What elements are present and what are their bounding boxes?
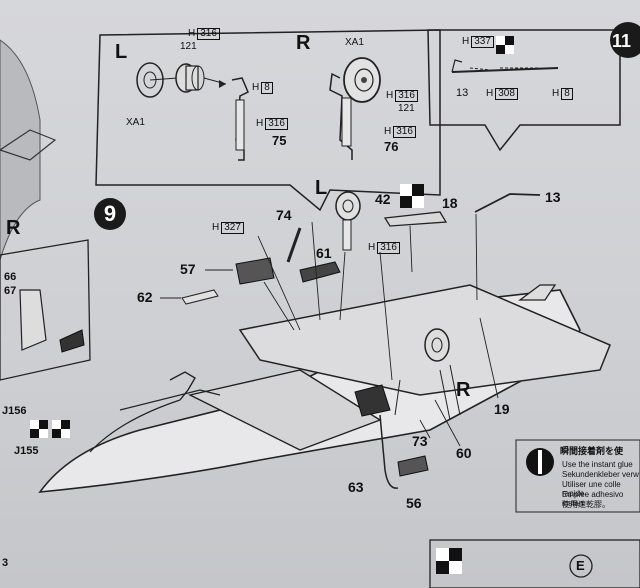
glue-notice-de: Sekundenkleber verw — [562, 470, 639, 479]
part-j156: J156 — [2, 405, 27, 417]
step-number: 9 — [103, 201, 117, 226]
part-62: 62 — [137, 289, 153, 305]
part-74: 74 — [276, 207, 292, 223]
language-marker-e: E — [576, 558, 585, 573]
part-61: 61 — [316, 245, 332, 261]
glue-notice-cn: 使用速乾膠。 — [562, 500, 610, 509]
next-step-number: 11 — [612, 31, 632, 51]
part-75: 75 — [272, 133, 287, 148]
part-121-right: 121 — [398, 103, 415, 114]
glue-notice-es: Emplee adhesivo instan — [562, 490, 624, 509]
callout-left-side-label: L — [115, 41, 128, 63]
part-57: 57 — [180, 261, 196, 277]
part-j155: J155 — [14, 445, 39, 457]
part-76: 76 — [384, 139, 399, 154]
glue-notice-en: Use the instant glue — [562, 460, 633, 469]
left-margin-r-label: R — [6, 217, 21, 239]
part-42: 42 — [375, 191, 391, 207]
part-18: 18 — [442, 195, 458, 211]
part-67: 67 — [4, 285, 17, 297]
part-19: 19 — [494, 401, 510, 417]
part-63: 63 — [348, 479, 364, 495]
part-60: 60 — [456, 445, 472, 461]
glue-notice-fr: Utiliser une colle rapide — [562, 480, 621, 499]
part-13-detail: 13 — [456, 87, 469, 99]
step-number-badge: 9 — [94, 198, 126, 230]
part-13: 13 — [545, 189, 561, 205]
part-66: 66 — [4, 271, 17, 283]
main-side-label-r: R — [456, 379, 471, 401]
page-number-fragment: 3 — [2, 557, 9, 569]
glue-notice-jp: 瞬間接着剤を使 — [560, 446, 624, 456]
part-121-left: 121 — [180, 41, 197, 52]
part-56: 56 — [406, 495, 422, 511]
callout-right-side-label: R — [296, 32, 311, 54]
main-side-label-l: L — [315, 177, 328, 199]
part-xa1-left: XA1 — [126, 117, 145, 128]
part-73: 73 — [412, 433, 428, 449]
part-xa1-right: XA1 — [345, 37, 364, 48]
